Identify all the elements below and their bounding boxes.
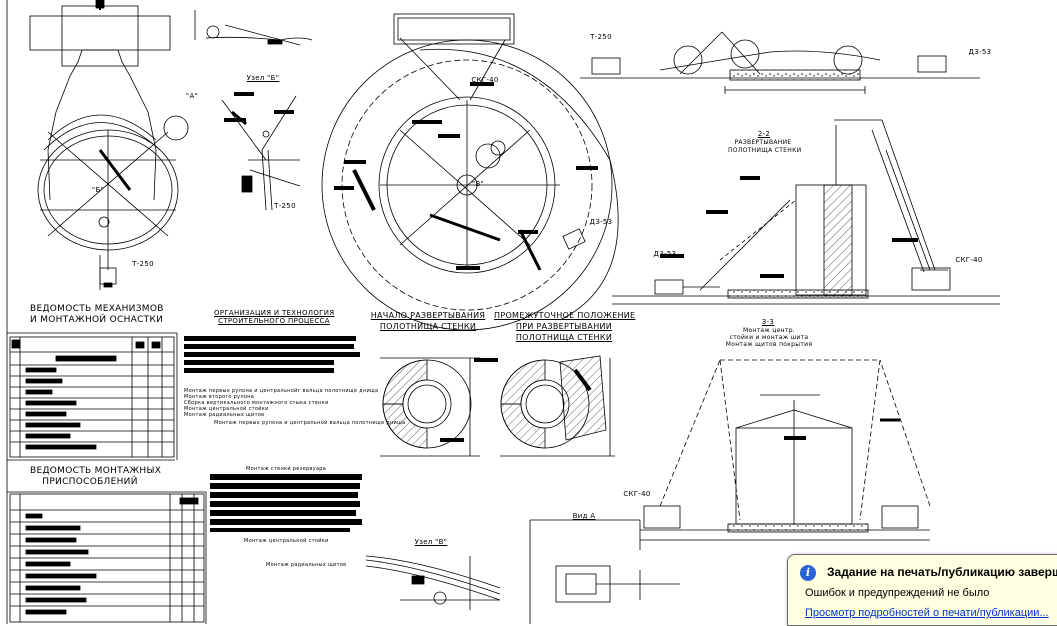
tech-line-8: Монтаж центральной стойки [244, 538, 329, 544]
label-skg40-2: СКГ-40 [955, 256, 983, 264]
mark-v: "В" [471, 180, 485, 188]
view-a-title: Вид А [572, 512, 596, 520]
print-details-link[interactable]: Просмотр подробностей о печати/публикаци… [805, 607, 1049, 619]
section-3-3 [640, 359, 931, 541]
mark-a: "А" [185, 92, 199, 100]
notification-title: Задание на печать/публикацию завершено [827, 565, 1057, 579]
tech-line-3: Сборка вертикального монтажного стыка ст… [184, 400, 329, 406]
tech-line-4: Монтаж центральной стойки [184, 406, 269, 412]
label-t250-3: Т-250 [274, 202, 296, 210]
label-skg40-3: СКГ-40 [623, 490, 651, 498]
mark-b: "Б" [91, 186, 105, 194]
section-2-2-title: 2-2 [757, 130, 771, 138]
print-complete-notification[interactable]: i Задание на печать/публикацию завершено… [787, 554, 1057, 626]
technology-text-block [184, 336, 362, 532]
label-skg40-1: СКГ-40 [471, 76, 499, 84]
tech-line-9: Монтаж радиальных щитов [266, 562, 347, 568]
label-d53-1: ДЗ-53 [589, 218, 613, 226]
node-b-title: Узел "Б" [246, 74, 280, 82]
tank-unfold-plan [321, 13, 619, 331]
mechanisms-table [9, 336, 175, 458]
tech-line-2: Монтаж второго рулона [184, 394, 255, 400]
section-2-2 [612, 119, 1000, 305]
node-detail-top [194, 10, 313, 46]
label-d53-3: ДЗ-53 [653, 250, 677, 258]
tank-plan-view [29, 0, 189, 290]
node-v-title: Узел "В" [414, 538, 448, 546]
node-v-diagram [365, 555, 501, 610]
label-d53-2: ДЗ-53 [968, 48, 992, 56]
fixtures-table [9, 493, 205, 623]
intermediate-section [500, 355, 615, 457]
tech-line-6: Монтаж первых рулона и центральной вальц… [214, 420, 406, 426]
unfold-elevation [580, 31, 980, 94]
section-3-3-title: 3-3 [761, 318, 775, 326]
callout-labels [224, 82, 918, 442]
notification-body: Ошибок и предупреждений не было [805, 587, 990, 599]
info-icon: i [800, 565, 816, 581]
tech-line-7: Монтаж стенки резервуара [246, 466, 327, 472]
label-t250-2: Т-250 [590, 33, 612, 41]
start-unfold-section [380, 357, 480, 457]
tech-line-1: Монтаж первых рулона и центральнойг валь… [184, 388, 379, 394]
view-a-diagram [529, 519, 680, 624]
label-t250-1: Т-250 [132, 260, 154, 268]
tech-line-5: Монтаж радиальных щитов [184, 412, 265, 418]
